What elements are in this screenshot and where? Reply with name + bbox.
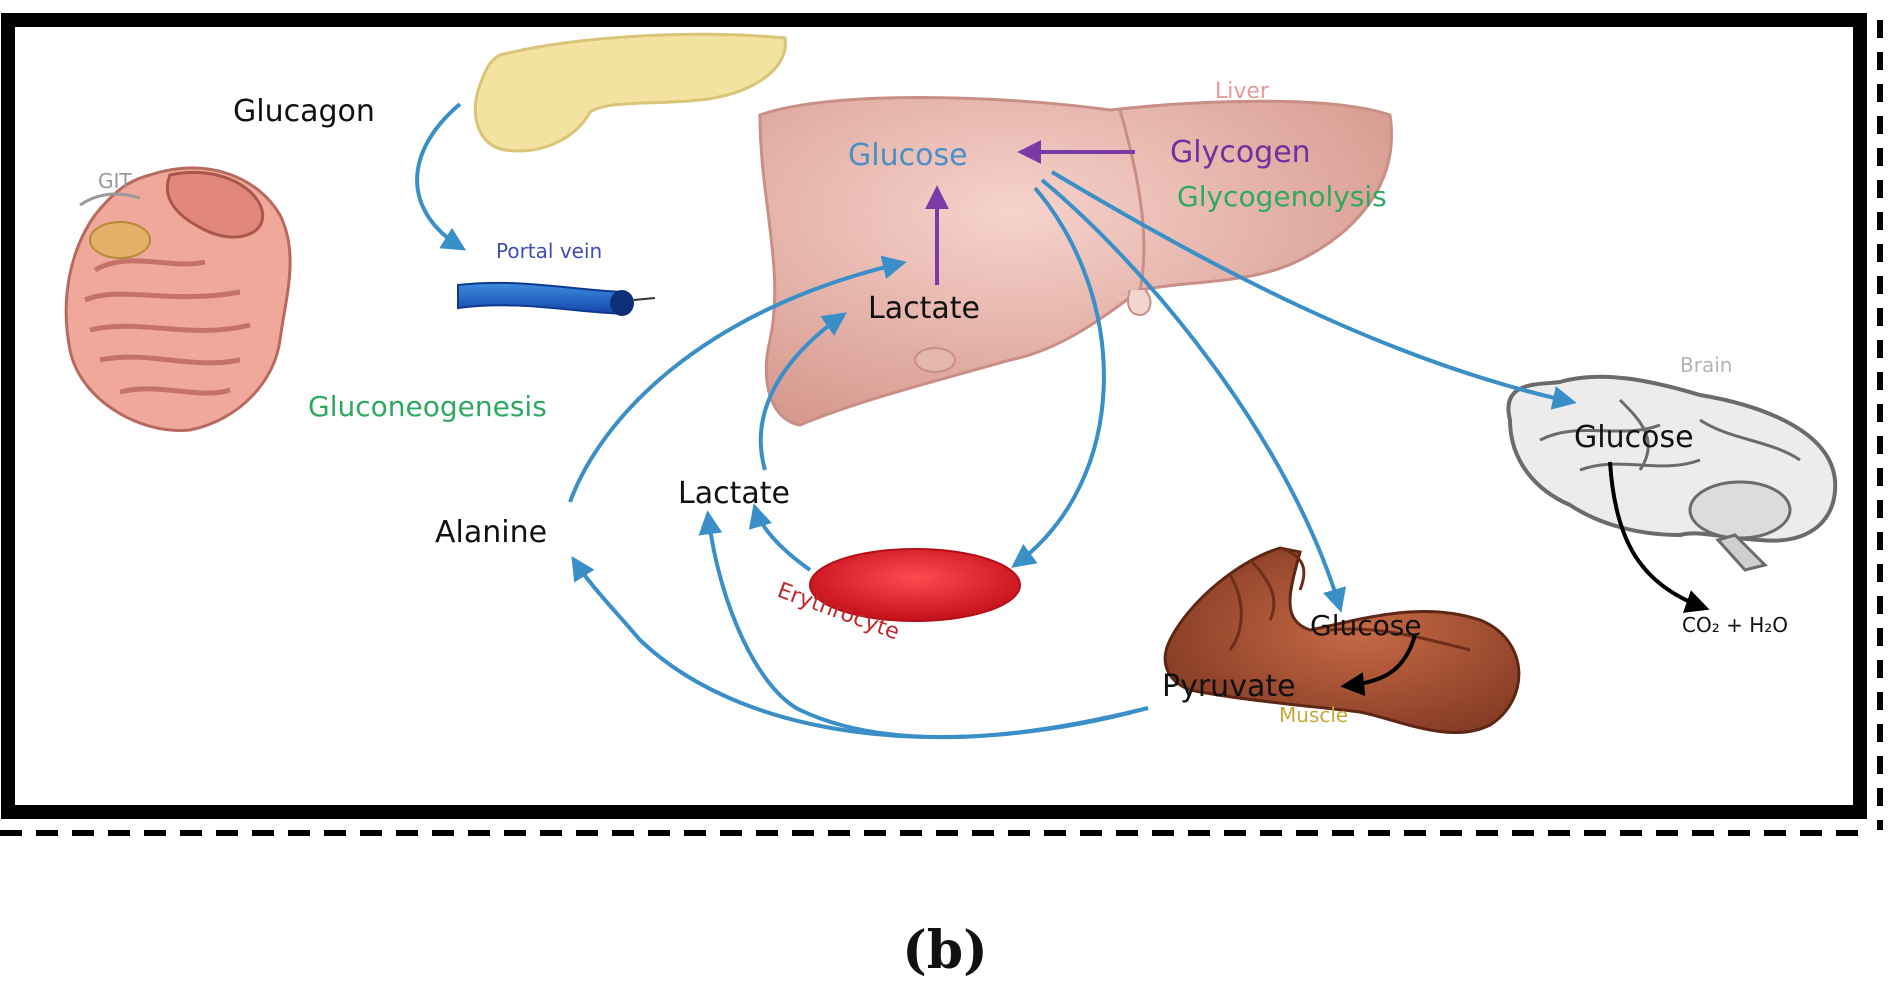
arrow-muscle-glucose-to-pyruvate xyxy=(1340,634,1417,697)
liver-lactate-label: Lactate xyxy=(868,291,980,326)
glycogenolysis-label: Glycogenolysis xyxy=(1177,180,1387,213)
liver-illustration xyxy=(758,96,1393,427)
muscle-illustration xyxy=(1163,546,1521,735)
arrow-glucagon-to-portal-vein xyxy=(415,102,467,251)
portal-vein-illustration xyxy=(457,281,656,316)
arrow-liver-glucose-to-brain xyxy=(1050,170,1577,410)
pyruvate-label: Pyruvate xyxy=(1162,669,1296,704)
co2-h2o-label: CO₂ + H₂O xyxy=(1682,613,1788,637)
figure-caption: (b) xyxy=(902,920,988,981)
brain-label: Brain xyxy=(1680,353,1732,377)
arrow-lactate-to-liver xyxy=(758,312,847,471)
liver-label: Liver xyxy=(1215,79,1270,104)
arrow-alanine-to-liver xyxy=(568,255,907,503)
muscle-label: Muscle xyxy=(1279,703,1348,727)
arrow-erythrocyte-to-lactate xyxy=(748,503,812,572)
alanine-label: Alanine xyxy=(435,515,547,550)
brain-glucose-label: Glucose xyxy=(1574,420,1694,455)
arrow-brain-glucose-to-co2 xyxy=(1608,461,1710,613)
pancreas-illustration xyxy=(473,32,787,153)
git-label: GIT xyxy=(98,169,132,193)
arrow-liver-glucose-to-muscle xyxy=(1040,178,1347,613)
liver-glucose-label: Glucose xyxy=(848,138,968,173)
erythrocyte-illustration xyxy=(809,548,1021,622)
portal-vein-label: Portal vein xyxy=(496,239,602,263)
glycogen-label: Glycogen xyxy=(1170,135,1311,170)
arrow-liver-glucose-to-erythrocyte xyxy=(1011,186,1106,568)
brain-illustration xyxy=(1506,374,1838,572)
gut-illustration xyxy=(64,166,292,432)
arrow-pyruvate-to-alanine xyxy=(571,555,1149,740)
muscle-glucose-label: Glucose xyxy=(1310,609,1422,642)
gluconeogenesis-label: Gluconeogenesis xyxy=(308,390,547,423)
glucagon-label: Glucagon xyxy=(233,94,375,129)
lactate-label: Lactate xyxy=(678,476,790,511)
